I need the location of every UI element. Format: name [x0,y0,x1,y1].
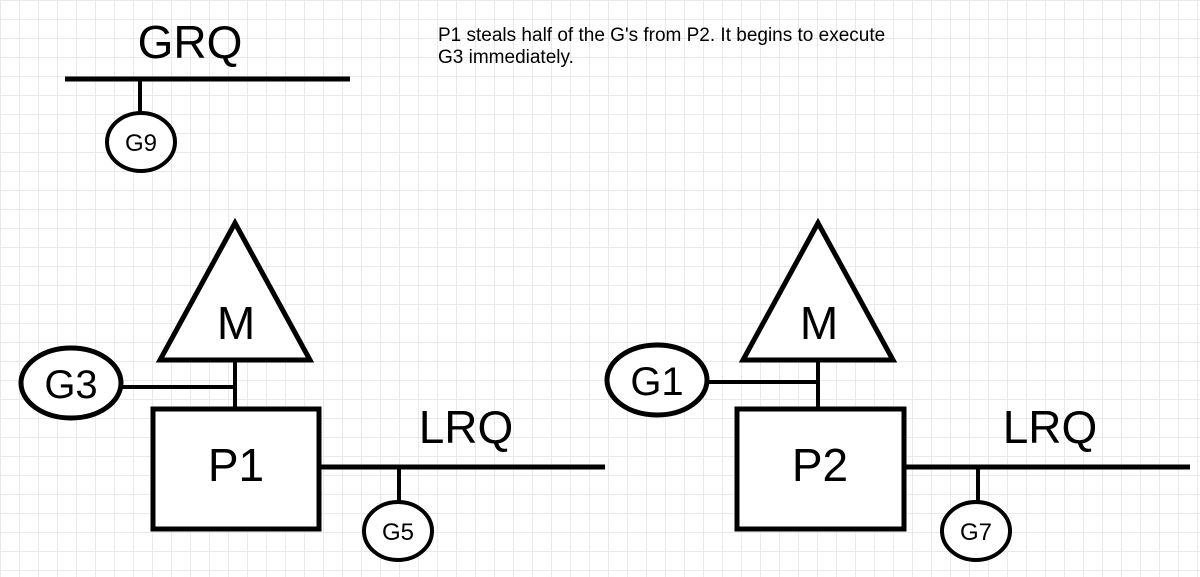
processor-p1-group: M G3 P1 LRQ G5 [18,217,605,562]
grq-label: GRQ [138,16,243,68]
processor-p2-group: M G1 P2 LRQ G7 [604,217,1190,562]
goroutine-g5-label: G5 [382,519,414,546]
local-run-queue-p1: LRQ G5 [319,401,605,562]
goroutine-g9: G9 [105,111,177,173]
goroutine-g5: G5 [362,500,434,562]
machine-m1-label: M [217,297,255,349]
goroutine-g9-label: G9 [125,130,157,157]
goroutine-g3-label: G3 [44,363,97,407]
global-run-queue: GRQ G9 [65,16,350,173]
goroutine-g3: G3 [18,345,124,421]
processor-p2-label: P2 [792,439,848,491]
goroutine-g7: G7 [940,500,1012,562]
goroutine-g9-circle [105,111,177,173]
goroutine-g1: G1 [604,342,710,418]
machine-m2-label: M [800,297,838,349]
lrq-p1-label: LRQ [419,401,514,453]
goroutine-g3-circle [18,345,124,421]
goroutine-g7-label: G7 [960,519,992,546]
processor-p2-box [734,406,907,532]
caption-text: P1 steals half of the G's from P2. It be… [438,25,886,68]
goroutine-g1-label: G1 [630,360,683,404]
machine-m1: M [155,217,315,363]
lrq-p2-label: LRQ [1003,401,1098,453]
processor-p1-label: P1 [208,439,264,491]
machine-m2: M [738,217,898,363]
goroutine-g7-circle [940,500,1012,562]
goroutine-g1-circle [604,342,710,418]
processor-p1-box [150,406,322,532]
goroutine-g5-circle [362,500,434,562]
local-run-queue-p2: LRQ G7 [904,401,1190,562]
